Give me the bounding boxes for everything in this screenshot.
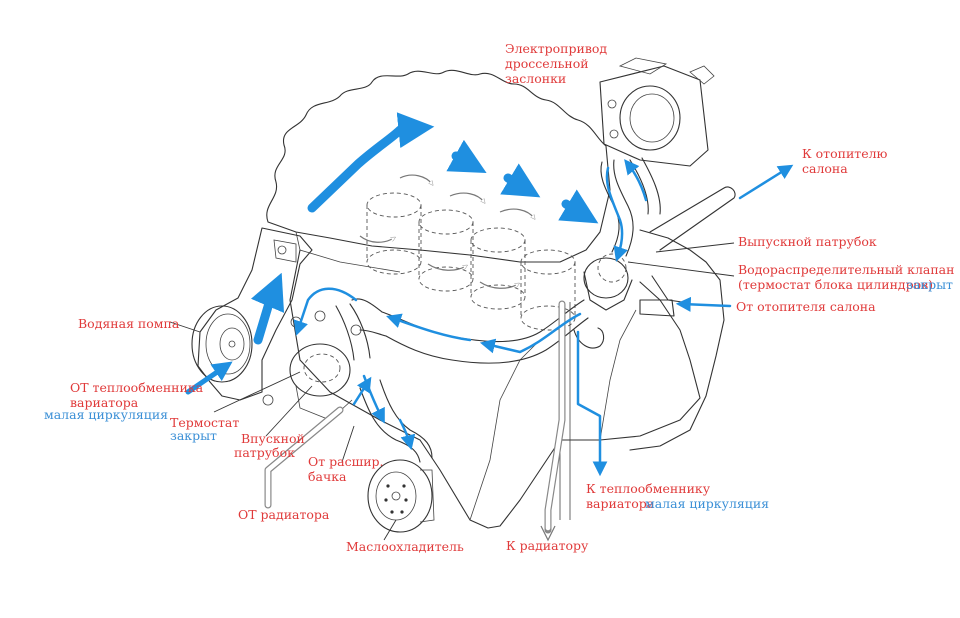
head-flow-arrow-2 [446,139,487,173]
thermostat-state: закрыт [170,428,217,443]
from-cvt-label: ОТ теплообменника вариатора [70,380,207,410]
to-heater-flow-arrow [738,164,794,200]
radiator-flows [264,300,566,542]
to-cvt-label: К теплообменнику вариатора [586,481,714,511]
outlet-pipe-label: Выпускной патрубок [738,234,877,249]
to-heater-label: К отопителю салона [802,146,891,176]
from-heater-label: От отопителя салона [736,299,876,314]
head-flow-arrow-4 [558,189,599,224]
leader-lines [169,242,735,541]
expansion-tank-flow-arrow [352,376,372,406]
distribution-valve-state: закрыт [906,277,953,292]
from-radiator-label: ОТ радиатора [238,507,330,522]
engine-block-outline [289,249,701,529]
head-flow-arrow-3 [500,163,541,198]
oil-cooler [367,459,435,533]
water-pump-label: Водяная помпа [78,316,180,331]
oil-cooler-label: Маслоохладитель [346,539,464,554]
from-cvt-flow-arrow [185,361,233,395]
thermostat-label: Термостат [170,415,239,430]
distribution-valve [583,253,633,311]
distribution-valve-label: Водораспределительный клапан (термостат … [738,262,958,292]
to-radiator-label: К радиатору [506,538,589,553]
head-flow-arrow-1 [307,112,435,213]
inlet-pipe-label: Впускной патрубок [234,431,309,460]
coolant-flows [185,112,794,477]
throttle-body [599,57,715,167]
cylinders [359,174,576,331]
expansion-tank-label: От расшир. бачка [308,454,388,484]
pump-flow-arrow [250,272,285,345]
from-heater-flow-arrow [675,296,732,312]
labels: Электропривод дроссельной заслонки К ото… [44,41,958,554]
to-cvt-flow-arrow [576,330,608,477]
to-cvt-state: малая циркуляция [645,496,769,511]
cylinder-head-outline [266,69,611,263]
throttle-label: Электропривод дроссельной заслонки [505,41,611,86]
engine-drawing [191,57,736,533]
return-pipe-flow [479,312,582,354]
small-circulation-label: малая циркуляция [44,407,168,422]
